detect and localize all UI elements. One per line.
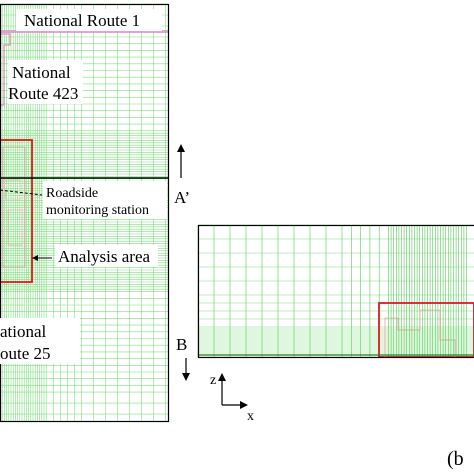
plan-view-border bbox=[0, 3, 170, 423]
elevation-view-panel bbox=[197, 224, 474, 359]
national-route-1-label: National Route 1 bbox=[24, 11, 140, 30]
analysis-area-label-bg bbox=[55, 245, 158, 267]
axis-indicator: z x bbox=[210, 373, 254, 424]
z-axis-label: z bbox=[210, 373, 216, 388]
national-route-1-road bbox=[0, 30, 168, 33]
section-b-label: B bbox=[176, 335, 187, 354]
analysis-area-arrowhead bbox=[32, 255, 38, 261]
buildings-outline bbox=[3, 179, 23, 246]
national-route-25-label-line1: ational bbox=[0, 322, 47, 341]
roadside-leader bbox=[0, 189, 43, 196]
analysis-area-inner bbox=[2, 146, 26, 268]
roadside-label-line2: monitoring station bbox=[46, 203, 149, 218]
national-route-423-label-line2: Route 423 bbox=[8, 84, 78, 103]
x-axis-label: x bbox=[247, 409, 254, 424]
national-route-423-road bbox=[0, 33, 11, 106]
roadside-label-bg bbox=[43, 181, 167, 219]
analysis-area-box bbox=[0, 139, 33, 283]
analysis-area-label: Analysis area bbox=[58, 247, 151, 266]
plan-view-panel: National Route 1 National Route 423 Road… bbox=[0, 3, 170, 423]
x-axis-arrowhead bbox=[240, 401, 248, 409]
national-route-25-label-line2: oute 25 bbox=[0, 344, 51, 363]
national-route-423-label-line1: National bbox=[12, 63, 71, 82]
panel-b-label: (b bbox=[447, 448, 464, 470]
elevation-view-border bbox=[197, 224, 474, 359]
route25-label-bg bbox=[0, 318, 80, 364]
route1-label-bg bbox=[16, 9, 162, 31]
roadside-label-line1: Roadside bbox=[46, 186, 98, 201]
section-b-arrowhead bbox=[182, 373, 190, 381]
elevation-view-mesh bbox=[197, 224, 474, 358]
section-a-arrowhead bbox=[177, 144, 185, 152]
z-axis-arrowhead bbox=[218, 373, 226, 381]
route423-label-bg bbox=[8, 60, 83, 104]
section-markers: A’ B bbox=[174, 144, 190, 381]
section-a-label: A’ bbox=[174, 188, 190, 207]
elevation-buildings-outline bbox=[384, 309, 456, 357]
